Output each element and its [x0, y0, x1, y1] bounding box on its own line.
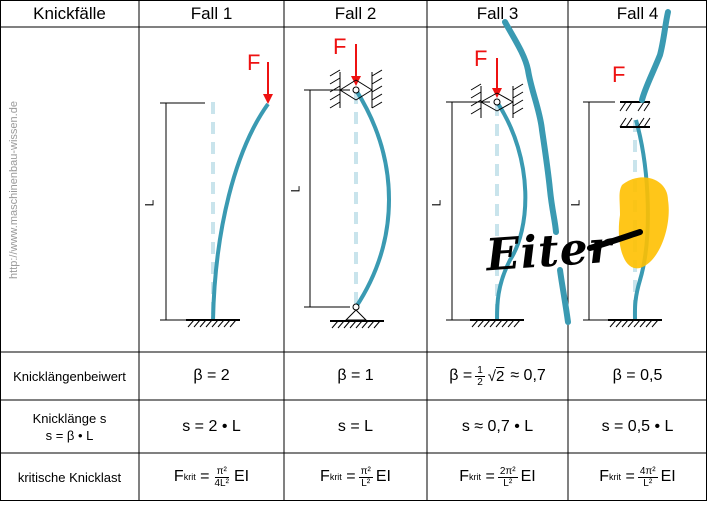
knicklaenge-fall3: s ≈ 0,7 • L — [461, 417, 534, 435]
handwritten-scribble-text: Eiter — [484, 221, 615, 282]
black-scribble-line — [587, 229, 643, 251]
blue-scribble-fall3-lower — [557, 267, 571, 325]
row-label-knicklast: kritische Knicklast — [17, 469, 122, 485]
fall1-ground-hatch — [187, 319, 237, 328]
hand-scribbles — [502, 9, 671, 325]
fall2-length-label: L — [288, 185, 303, 193]
row-label-beiwert: Knicklängenbeiwert — [13, 368, 126, 384]
blue-scribble-fall3 — [502, 19, 559, 235]
fall4-ground-hatch — [609, 319, 659, 328]
fall1-length-label: L — [142, 199, 157, 207]
fall4-length-label: L — [568, 199, 583, 207]
fall4-top-support — [619, 101, 651, 128]
header-fall2: Fall 2 — [334, 3, 377, 23]
header-knickfaelle: Knickfälle — [33, 3, 106, 23]
blue-scribble-fall4 — [639, 9, 671, 103]
fall3-length-label: L — [429, 199, 444, 207]
yellow-highlight-scribble — [618, 177, 669, 269]
table-grid — [0, 0, 707, 501]
fall2-force-arrowhead — [351, 76, 361, 86]
fall2-force-label: F — [333, 34, 347, 59]
fall3-force-label: F — [474, 46, 488, 71]
fall3-diagram — [446, 58, 528, 328]
fall4-force-label: F — [612, 62, 626, 87]
header-fall4: Fall 4 — [616, 3, 659, 23]
knicklaenge-fall1: s = 2 • L — [182, 417, 241, 435]
header-fall1: Fall 1 — [190, 3, 233, 23]
fall3-top-support — [470, 83, 524, 118]
fall2-beam — [354, 88, 391, 309]
fall1-force-label: F — [247, 50, 261, 75]
fall2-bottom-support — [330, 303, 384, 329]
fall4-diagram — [583, 101, 669, 328]
fall1-beam — [211, 102, 270, 321]
fall3-ground-hatch — [471, 319, 521, 328]
fall3-beam — [495, 100, 528, 321]
watermark: http://www.maschinenbau-wissen.de — [8, 101, 20, 279]
fall1-force-arrowhead — [263, 94, 273, 104]
fall1-diagram — [160, 62, 273, 328]
header-fall3: Fall 3 — [476, 3, 519, 23]
knicklaenge-fall2: s = L — [337, 417, 374, 435]
knicklaenge-fall4: s = 0,5 • L — [601, 417, 674, 435]
fall2-diagram — [304, 44, 391, 329]
beiwert-fall2: β = 1 — [337, 367, 374, 384]
row-label-knicklaenge: Knicklänge s s = β • L — [32, 410, 107, 443]
beiwert-fall1: β = 2 — [193, 367, 230, 384]
beiwert-fall4: β = 0,5 — [612, 367, 663, 384]
